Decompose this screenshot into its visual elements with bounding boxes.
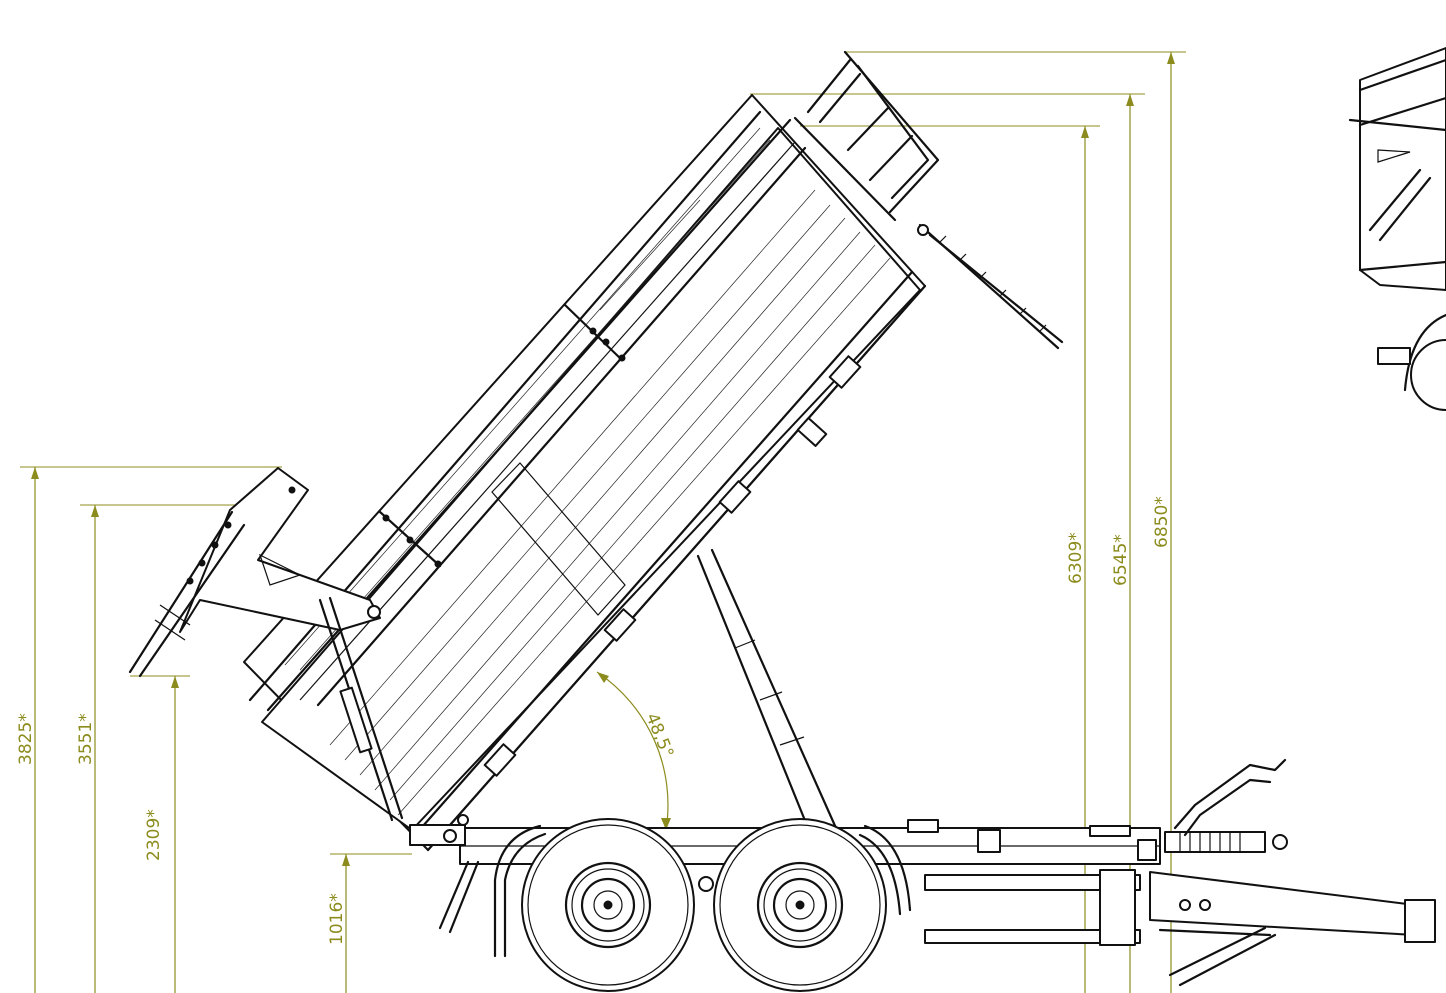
dim-label-2309: 2309* — [144, 809, 164, 861]
tipped-box — [243, 94, 927, 852]
dim-label-1016: 1016* — [327, 893, 347, 945]
secondary-view-partial — [1348, 47, 1446, 411]
rear-wheel — [521, 818, 695, 992]
dim-label-6309: 6309* — [1066, 532, 1086, 584]
dim-label-3551: 3551* — [76, 713, 96, 765]
front-wheel — [713, 818, 887, 992]
wheels — [521, 818, 887, 992]
dim-label-tipping-angle: 48,5° — [641, 710, 677, 760]
rear-flap — [128, 467, 404, 822]
tipping-cylinder — [696, 548, 838, 830]
dim-label-6545: 6545* — [1111, 534, 1131, 586]
dim-label-6850: 6850* — [1152, 496, 1172, 548]
dim-label-3825: 3825* — [16, 713, 36, 765]
front-railing — [793, 50, 1064, 350]
